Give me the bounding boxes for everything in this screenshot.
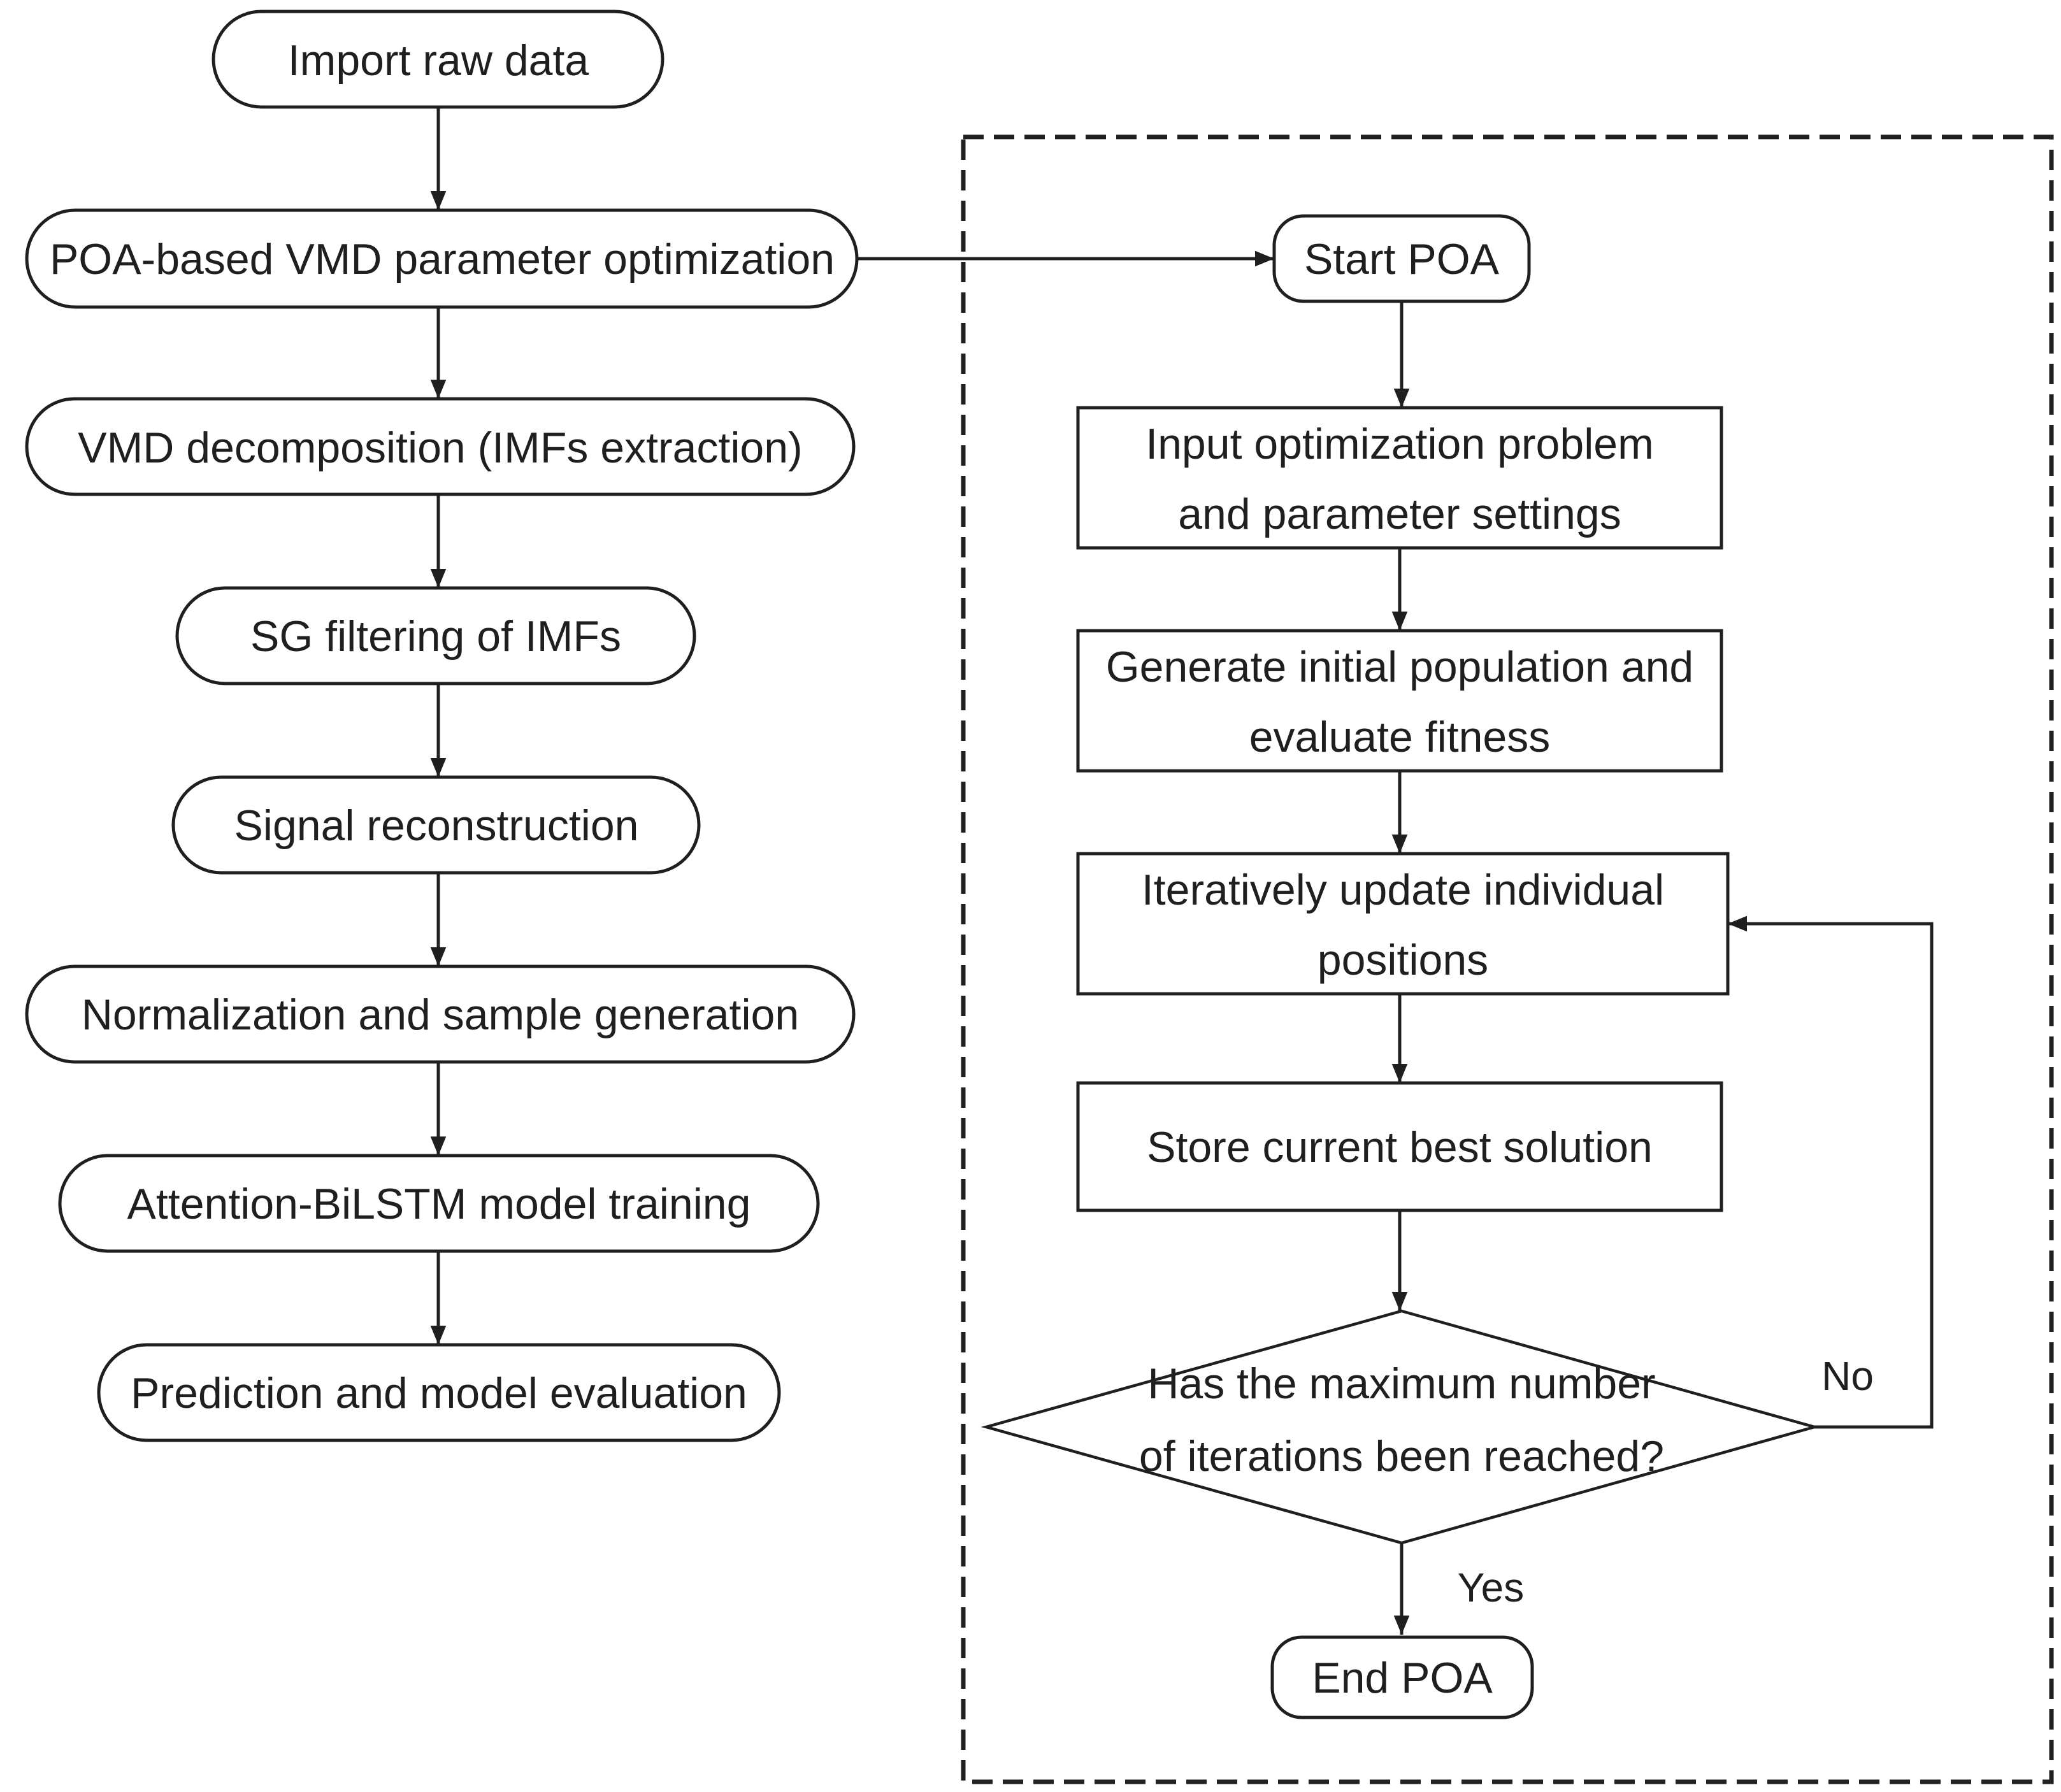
arrow-no-loopback bbox=[1728, 915, 1934, 1429]
poa-dashed-container bbox=[961, 134, 2054, 1784]
node-end-poa: End POA bbox=[1270, 1635, 1534, 1719]
node-generate-population: Generate initial population and evaluate… bbox=[1076, 629, 1723, 773]
node-prediction-evaluation-label: Prediction and model evaluation bbox=[131, 1369, 747, 1417]
node-generate-population-line2: evaluate fitness bbox=[1249, 713, 1551, 761]
node-poa-vmd-optimization-label: POA-based VMD parameter optimization bbox=[50, 235, 835, 283]
label-branch-no: No bbox=[1821, 1353, 1874, 1399]
node-generate-population-line1: Generate initial population and bbox=[1106, 643, 1693, 691]
node-input-problem-line2: and parameter settings bbox=[1178, 490, 1621, 538]
node-sg-filtering: SG filtering of IMFs bbox=[175, 586, 696, 685]
node-signal-reconstruction: Signal reconstruction bbox=[171, 775, 701, 875]
node-input-problem: Input optimization problem and parameter… bbox=[1076, 406, 1723, 550]
node-normalization-shape bbox=[25, 964, 856, 1064]
node-vmd-decomposition: VMD decomposition (IMFs extraction) bbox=[25, 397, 856, 496]
node-update-positions-line1: Iteratively update individual bbox=[1142, 866, 1664, 914]
decision-max-iterations-line1: Has the maximum number bbox=[1147, 1359, 1655, 1408]
node-import-raw-data: Import raw data bbox=[212, 10, 664, 109]
poa-subflow: Start POA Input optimization problem and… bbox=[980, 214, 1934, 1719]
node-attention-bilstm-training: Attention-BiLSTM model training bbox=[58, 1154, 820, 1253]
decision-max-iterations-line2: of iterations been reached? bbox=[1139, 1432, 1664, 1480]
node-normalization: Normalization and sample generation bbox=[25, 964, 856, 1064]
node-update-positions-line2: positions bbox=[1318, 936, 1488, 984]
node-prediction-evaluation: Prediction and model evaluation bbox=[97, 1343, 781, 1442]
node-input-problem-line1: Input optimization problem bbox=[1145, 420, 1654, 468]
node-start-poa-label: Start POA bbox=[1304, 235, 1500, 283]
node-update-positions-shape bbox=[1076, 852, 1730, 996]
node-sg-filtering-shape bbox=[175, 586, 696, 685]
node-normalization-label: Normalization and sample generation bbox=[82, 991, 799, 1039]
node-store-best: Store current best solution bbox=[1076, 1081, 1723, 1212]
node-start-poa: Start POA bbox=[1272, 214, 1531, 303]
left-pipeline: Import raw data POA-based VMD parameter … bbox=[25, 10, 859, 1442]
node-generate-population-shape bbox=[1076, 629, 1723, 773]
node-update-positions: Iteratively update individual positions bbox=[1076, 852, 1730, 996]
decision-max-iterations: Has the maximum number of iterations bee… bbox=[980, 1309, 1820, 1545]
node-prediction-evaluation-shape bbox=[97, 1343, 781, 1442]
label-branch-yes: Yes bbox=[1458, 1565, 1524, 1610]
node-end-poa-label: End POA bbox=[1312, 1654, 1493, 1702]
node-end-poa-shape bbox=[1270, 1635, 1534, 1719]
decision-max-iterations-shape bbox=[980, 1309, 1820, 1545]
node-store-best-label: Store current best solution bbox=[1147, 1123, 1653, 1172]
node-poa-vmd-optimization: POA-based VMD parameter optimization bbox=[25, 208, 859, 309]
node-import-raw-data-label: Import raw data bbox=[288, 36, 589, 85]
node-signal-reconstruction-shape bbox=[171, 775, 701, 875]
node-vmd-decomposition-label: VMD decomposition (IMFs extraction) bbox=[78, 424, 802, 472]
node-vmd-decomposition-shape bbox=[25, 397, 856, 496]
node-signal-reconstruction-label: Signal reconstruction bbox=[234, 801, 638, 850]
node-sg-filtering-label: SG filtering of IMFs bbox=[250, 612, 621, 661]
node-store-best-shape bbox=[1076, 1081, 1723, 1212]
node-attention-bilstm-training-label: Attention-BiLSTM model training bbox=[127, 1180, 751, 1228]
